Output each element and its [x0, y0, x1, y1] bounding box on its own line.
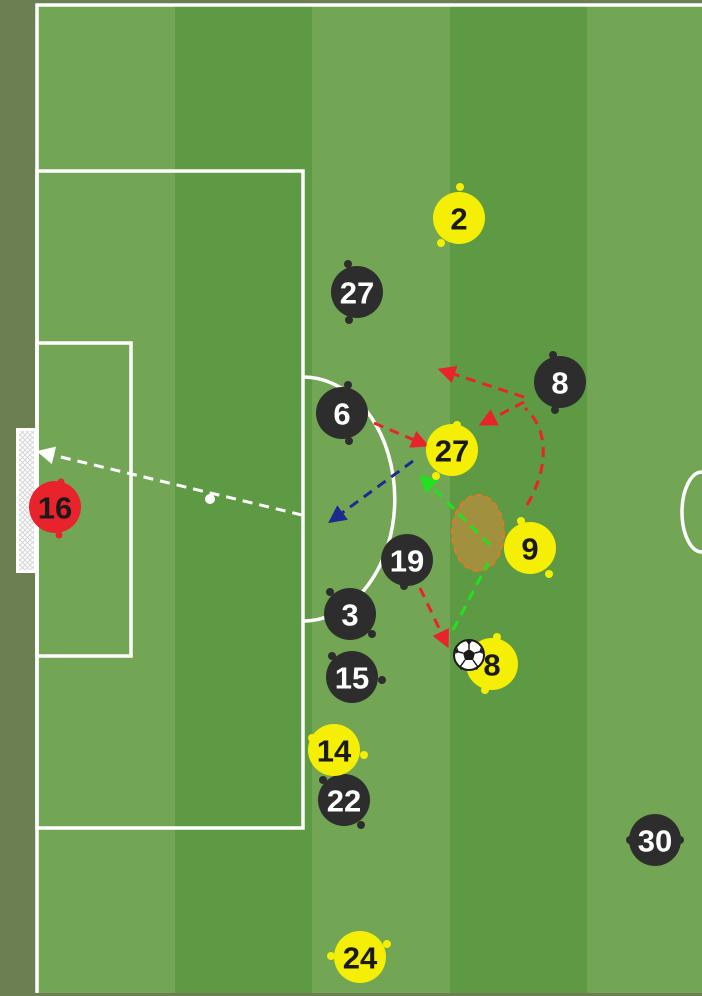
player-dark[interactable]: 19	[381, 534, 433, 590]
player-number: 22	[327, 784, 361, 819]
player-dark[interactable]: 22	[318, 774, 370, 829]
player-number: 27	[435, 434, 469, 469]
player-yellow[interactable]: 2	[433, 183, 485, 247]
player-number: 14	[317, 734, 352, 769]
penalty-spot	[205, 494, 215, 504]
player-yellow[interactable]: 9	[504, 517, 556, 578]
players: 16 27 8 6 19	[29, 183, 684, 983]
arrow-red-yellow9-curve	[523, 406, 545, 506]
player-dark[interactable]: 3	[324, 588, 376, 640]
player-number: 2	[450, 202, 467, 237]
player-number: 30	[638, 824, 672, 859]
soccer-ball-icon	[453, 639, 485, 671]
player-dark[interactable]: 27	[331, 260, 383, 324]
player-number: 8	[483, 648, 500, 683]
arrows	[36, 365, 545, 649]
arrow-green-from-8	[451, 562, 490, 631]
player-dark[interactable]: 30	[626, 814, 684, 866]
grass-stripes	[36, 5, 702, 993]
player-number: 6	[333, 397, 350, 432]
player-number: 15	[335, 661, 369, 696]
highlight-zone	[451, 494, 505, 572]
player-number: 19	[390, 544, 424, 579]
player-yellow[interactable]: 14	[308, 724, 368, 776]
player-dark[interactable]: 15	[326, 651, 386, 703]
arrow-shot	[36, 446, 303, 517]
arrow-red-dark8-to-27	[478, 400, 525, 426]
player-dark[interactable]: 6	[316, 381, 368, 445]
player-number: 27	[340, 276, 374, 311]
arrow-red-dark19-to-ball	[418, 587, 449, 649]
arrow-red-dark6-to-27	[373, 421, 430, 448]
player-number: 16	[38, 491, 72, 526]
player-number: 9	[521, 532, 538, 567]
player-yellow[interactable]: 24	[327, 931, 391, 983]
player-number: 8	[551, 366, 568, 401]
player-goalkeeper[interactable]: 16	[29, 478, 81, 539]
player-dark[interactable]: 8	[534, 351, 586, 414]
player-yellow[interactable]: 27	[426, 421, 478, 480]
goal-net	[16, 428, 36, 573]
arrow-red-dark8-run	[437, 365, 525, 399]
player-number: 3	[341, 598, 358, 633]
player-number: 24	[343, 941, 378, 976]
centre-circle-edge	[680, 470, 702, 554]
